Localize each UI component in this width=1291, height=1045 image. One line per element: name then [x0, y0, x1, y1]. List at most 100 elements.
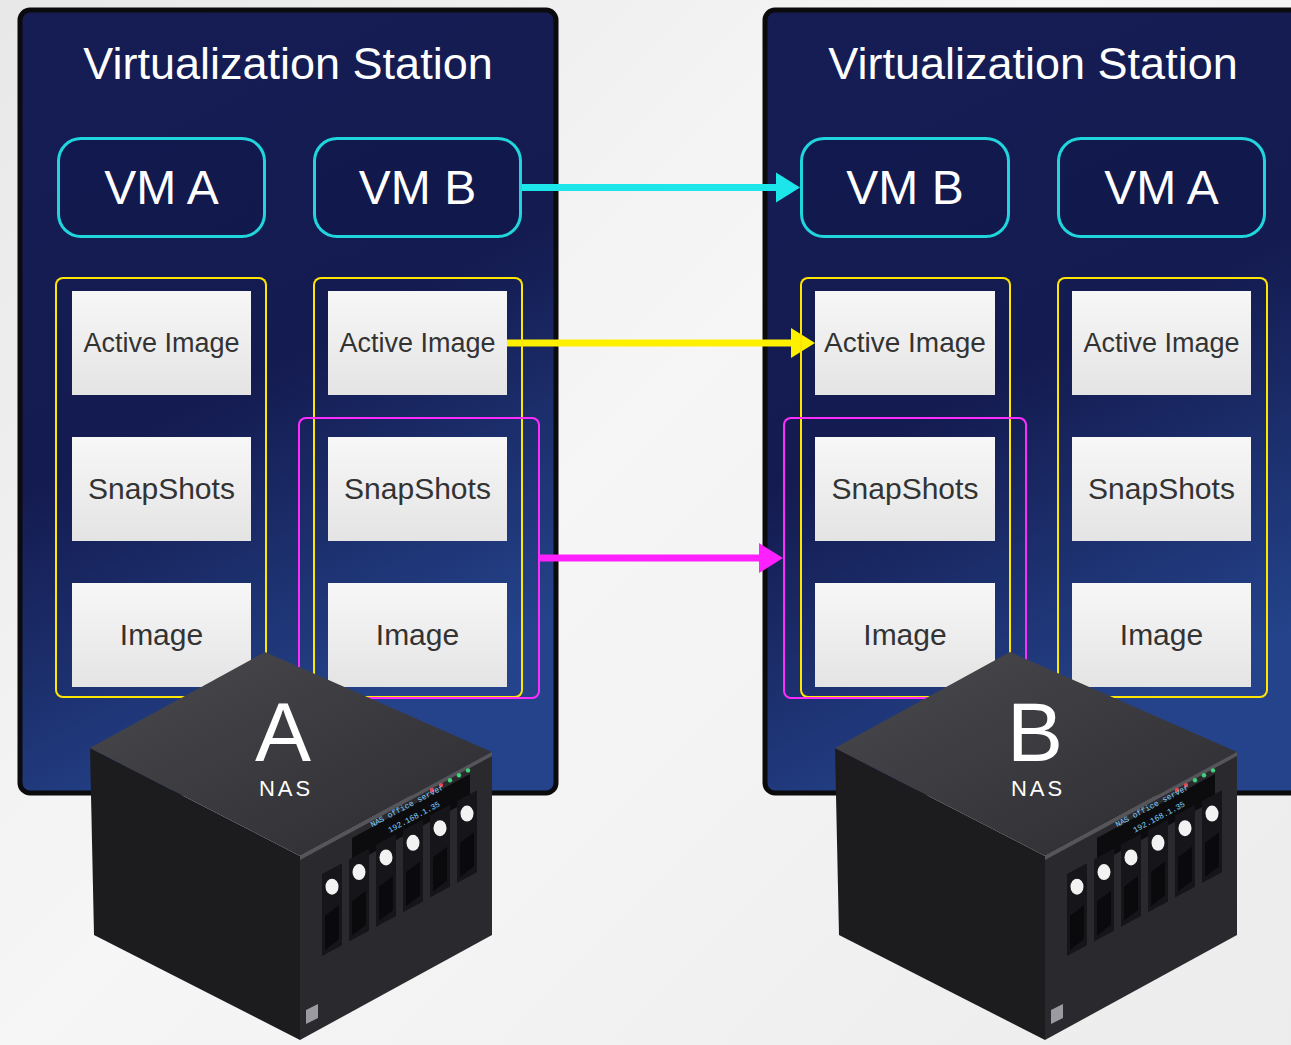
image-box: Image — [1072, 583, 1251, 687]
drive-handle — [1179, 820, 1192, 836]
drive-slot — [433, 847, 447, 892]
status-led — [1211, 768, 1215, 772]
image-label: Active Image — [335, 326, 499, 360]
vm-label: VM A — [104, 160, 219, 215]
image-label: SnapShots — [84, 472, 239, 506]
nas-front — [300, 752, 492, 1040]
nas-caption: NAS — [259, 776, 313, 802]
vm-storage-group: Active ImageSnapShotsImage — [800, 277, 1011, 698]
drive-handle — [326, 879, 339, 895]
image-label: SnapShots — [828, 472, 983, 506]
drive-handle — [1098, 864, 1111, 880]
vm-storage-group: Active ImageSnapShotsImage — [1057, 277, 1268, 698]
image-label: Image — [859, 618, 950, 652]
image-label: Active Image — [820, 326, 990, 360]
image-label: Active Image — [1079, 326, 1243, 360]
image-box: Active Image — [815, 291, 995, 395]
status-led — [466, 768, 470, 772]
image-label: Active Image — [79, 326, 243, 360]
nas-front — [1045, 752, 1237, 1040]
image-box: SnapShots — [815, 437, 995, 541]
nas-caption: NAS — [1011, 776, 1065, 802]
arrow-line — [540, 555, 763, 562]
drive-slot — [406, 861, 420, 906]
replication-group: SnapShotsImage — [783, 417, 1027, 699]
arrow-head — [791, 328, 815, 358]
panel-shape — [765, 10, 1291, 793]
nas-edge — [1045, 752, 1237, 860]
vm-label: VM A — [1104, 160, 1219, 215]
drive-handle — [1152, 835, 1165, 851]
nas-edge — [300, 752, 492, 860]
image-box: SnapShots — [72, 437, 251, 541]
drive-bay — [349, 849, 369, 942]
station-panel: Virtualization Station VM B VM A Active Ima… — [763, 8, 1291, 795]
drive-bay — [1067, 863, 1087, 956]
drive-bay — [403, 819, 423, 912]
image-box: SnapShots — [1072, 437, 1251, 541]
image-box: Image — [815, 583, 995, 687]
vm-label: VM B — [846, 160, 963, 215]
status-led — [457, 773, 461, 777]
image-box: SnapShots — [328, 437, 507, 541]
image-box: Active Image — [328, 291, 507, 395]
drive-bay — [1094, 849, 1114, 942]
drive-slot — [1124, 876, 1138, 921]
drive-handle — [407, 835, 420, 851]
drive-slot — [1178, 847, 1192, 892]
drive-handle — [1125, 849, 1138, 865]
image-label: SnapShots — [1084, 472, 1239, 506]
drive-bay — [1202, 790, 1222, 883]
nas-top — [835, 652, 1237, 856]
nas-letter: A — [255, 690, 311, 774]
panel-shape — [20, 10, 556, 793]
vm-box: VM B — [313, 137, 522, 238]
status-led — [448, 778, 452, 782]
drive-slot — [1151, 861, 1165, 906]
drive-handle — [353, 864, 366, 880]
station-panel: Virtualization Station VM A VM B Active Ima… — [18, 8, 558, 795]
nas-device — [835, 652, 1237, 1040]
image-box: Active Image — [72, 291, 251, 395]
image-box: Image — [328, 583, 507, 687]
vm-label: VM B — [359, 160, 476, 215]
image-label: SnapShots — [340, 472, 495, 506]
vm-storage-group: Active ImageSnapShotsImage — [55, 277, 267, 698]
replication-arrow — [522, 173, 800, 203]
drive-slot — [460, 832, 474, 877]
arrow-head — [759, 543, 783, 573]
vm-box: VM A — [57, 137, 266, 238]
status-led — [1202, 773, 1206, 777]
status-led — [1193, 778, 1197, 782]
image-box: Image — [72, 583, 251, 687]
drive-bay — [1148, 819, 1168, 912]
drive-bay — [1175, 805, 1195, 898]
vm-box: VM B — [800, 137, 1010, 238]
drive-handle — [380, 849, 393, 865]
nas-display — [352, 774, 470, 864]
nas-top — [90, 652, 492, 856]
image-label: Image — [372, 618, 463, 652]
image-label: Image — [116, 618, 207, 652]
panel-title: Virtualization Station — [18, 38, 558, 90]
drive-handle — [434, 820, 447, 836]
drive-handle — [1206, 806, 1219, 822]
usb-port — [306, 1004, 318, 1024]
replication-group: SnapShotsImage — [298, 417, 540, 699]
nas-device — [90, 652, 492, 1040]
drive-bay — [376, 834, 396, 927]
panel-title: Virtualization Station — [763, 38, 1291, 90]
arrow-head — [776, 173, 800, 203]
drive-bay — [430, 805, 450, 898]
drive-bay — [1121, 834, 1141, 927]
drive-bay — [322, 863, 342, 956]
drive-bay — [457, 790, 477, 883]
usb-port — [1051, 1004, 1063, 1024]
replication-arrow — [507, 328, 815, 358]
drive-slot — [1205, 832, 1219, 877]
drive-handle — [461, 806, 474, 822]
vm-box: VM A — [1057, 137, 1266, 238]
arrow-line — [522, 184, 780, 191]
